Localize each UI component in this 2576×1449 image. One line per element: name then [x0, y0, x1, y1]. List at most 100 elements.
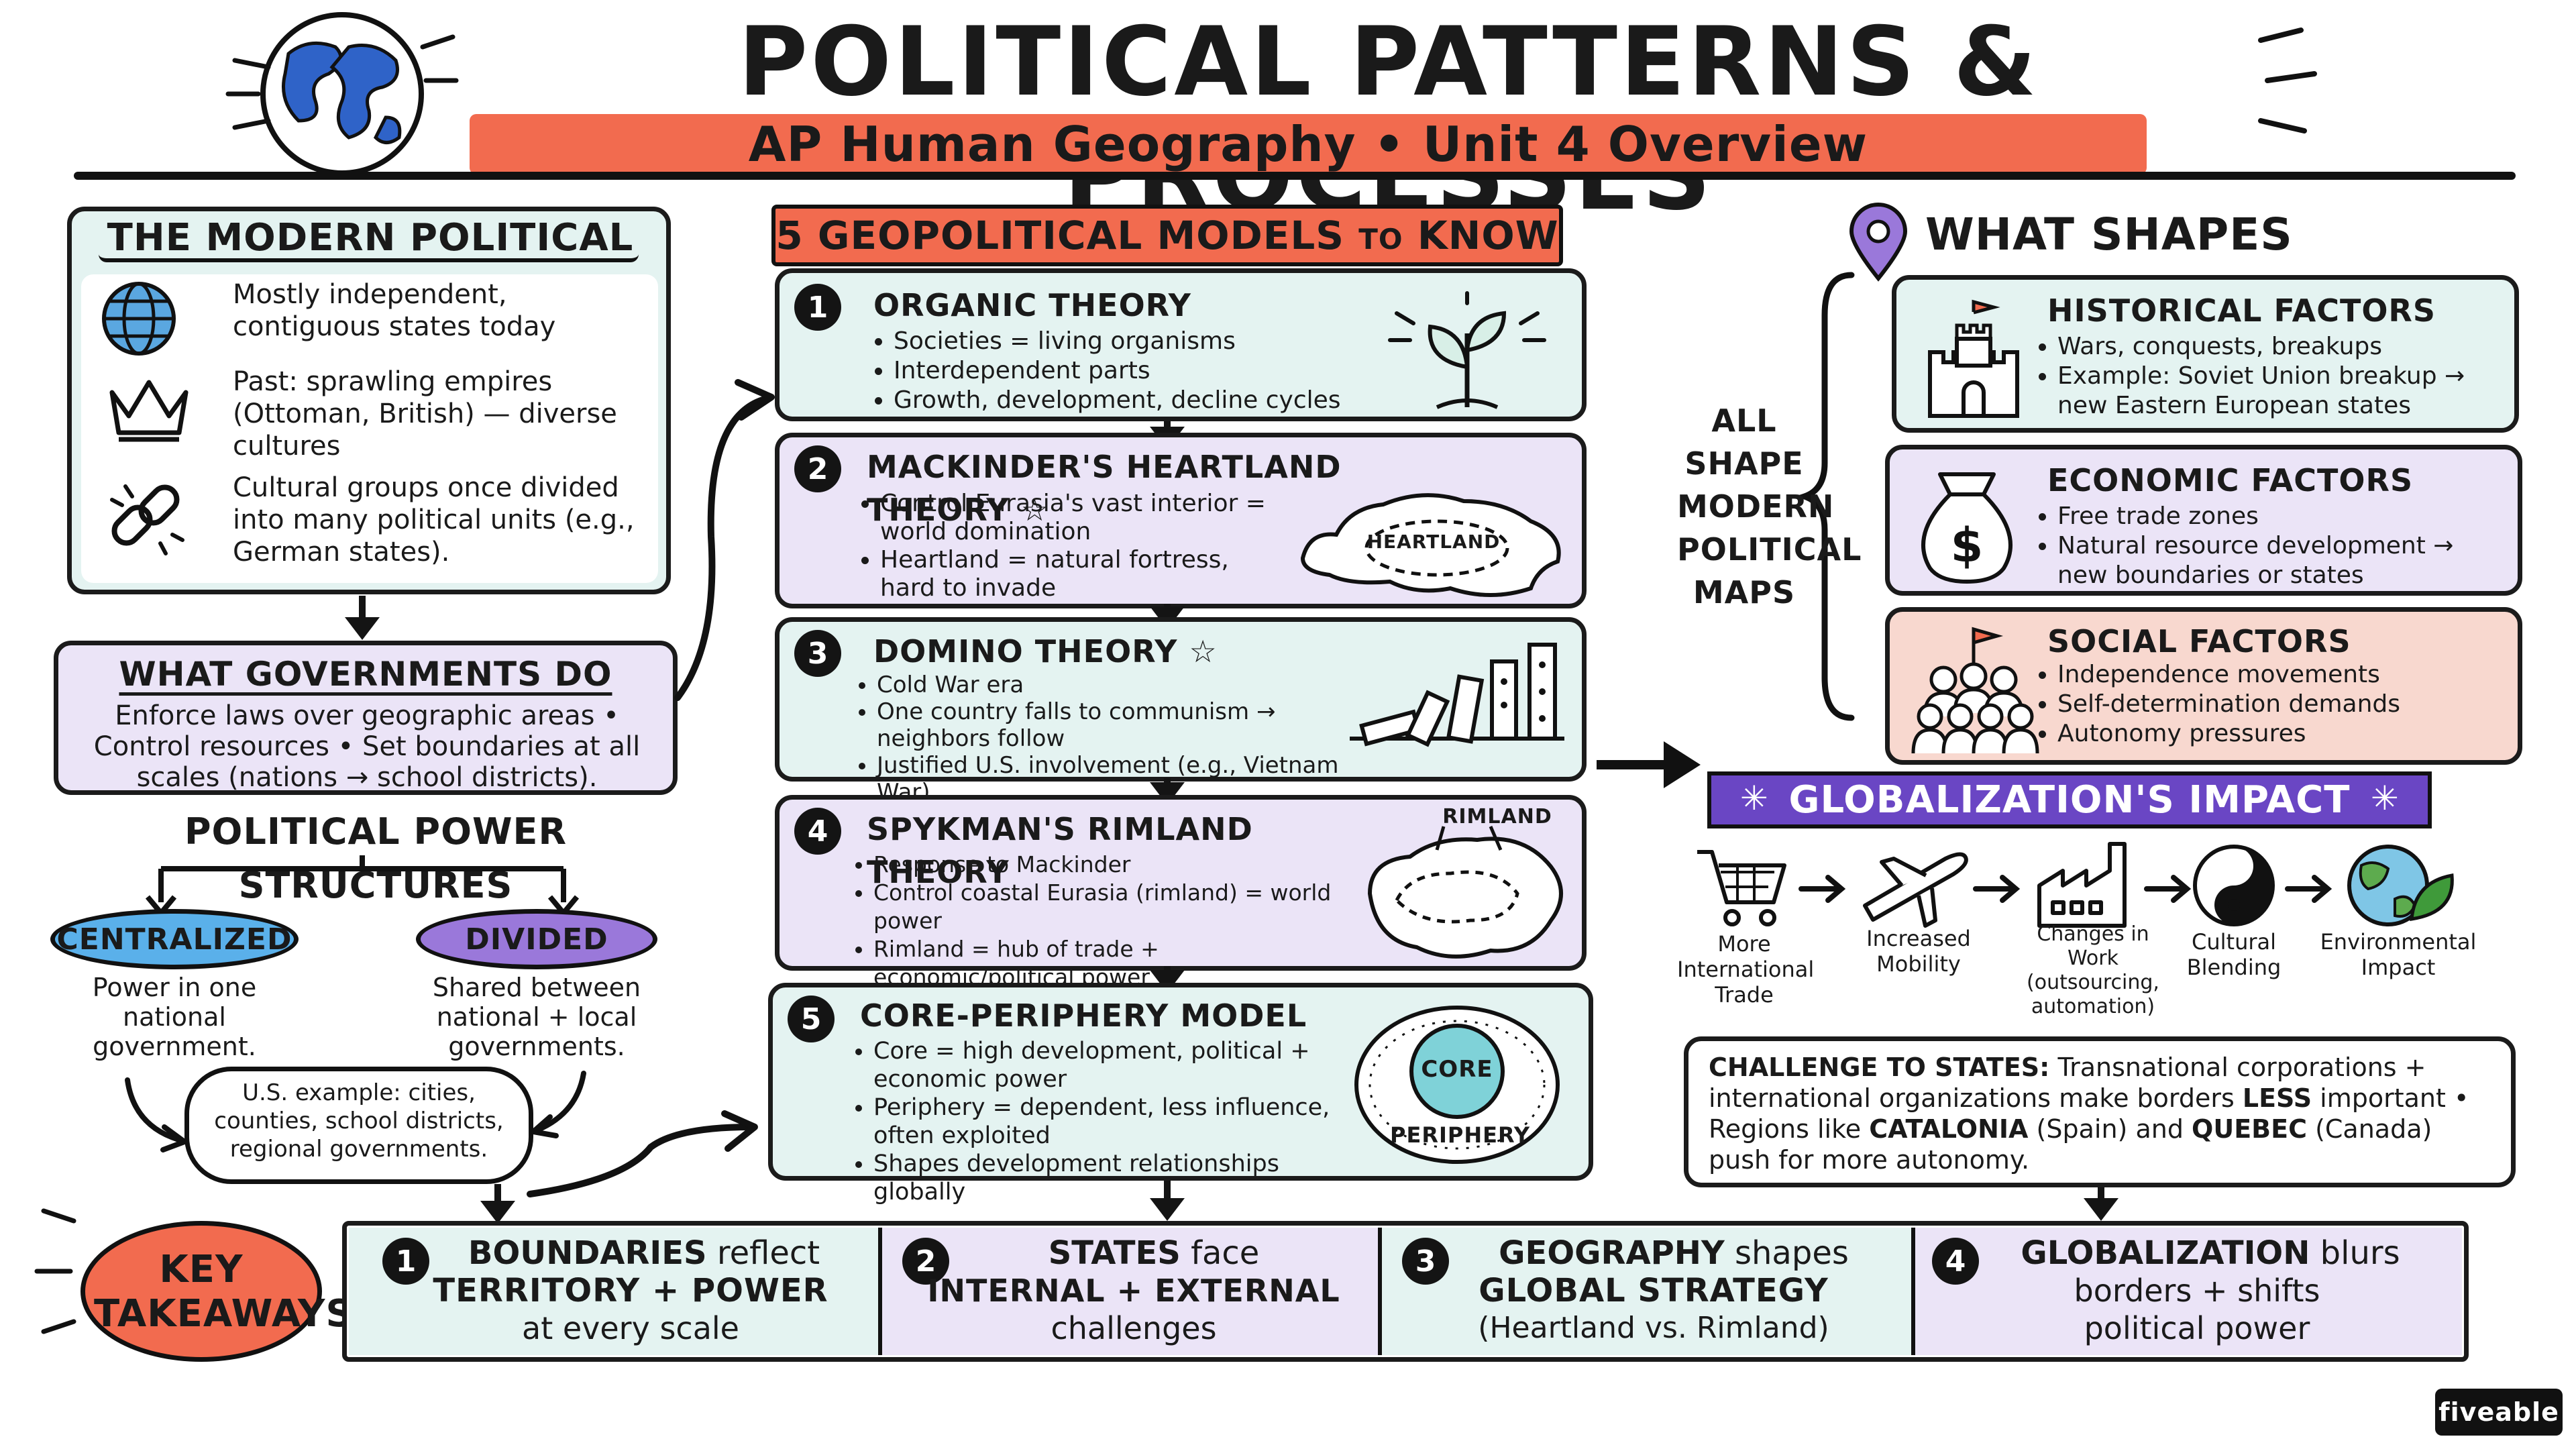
heartland-label: HEARTLAND: [1366, 531, 1501, 553]
side-label-line: MODERN: [1677, 488, 1835, 525]
takeaway-4: 4 GLOBALIZATION blurs borders + shifts p…: [1915, 1228, 2462, 1355]
model-number: 1: [794, 284, 841, 331]
takeaway-1: 1 BOUNDARIES reflect TERRITORY + POWER a…: [349, 1228, 882, 1355]
factor-bullet: Example: Soviet Union breakup → new East…: [2057, 362, 2507, 421]
globalization-icons: [1697, 842, 2454, 928]
core-periphery-diagram: [1354, 1006, 1560, 1164]
page-subtitle: AP Human Geography • Unit 4 Overview: [748, 116, 1868, 172]
side-label-line: MAPS: [1693, 574, 1796, 610]
broken-chain-icon: [110, 484, 184, 555]
models-banner: 5 GEOPOLITICAL MODELS TO KNOW: [771, 205, 1563, 266]
side-label-line: ALL: [1711, 402, 1777, 439]
takeaway-text: blurs: [2320, 1234, 2400, 1272]
divided-text: Shared between national + local governme…: [432, 973, 641, 1061]
castle-icon: [1928, 299, 2019, 418]
takeaway-bold: BOUNDARIES: [468, 1234, 707, 1272]
globalization-step-label: Increased Mobility: [1866, 926, 1971, 977]
takeaway-number: 2: [902, 1238, 949, 1285]
model-bullet: Justified U.S. involvement (e.g., Vietna…: [877, 752, 1387, 806]
core-label: CORE: [1421, 1056, 1493, 1083]
challenge-lead: CHALLENGE TO STATES:: [1709, 1053, 2050, 1082]
star-icon: ☆: [1189, 633, 1218, 669]
sparkle-icon: ✳: [2371, 779, 2399, 818]
historical-factors-panel: HISTORICAL FACTORS Wars, conquests, brea…: [1892, 275, 2519, 433]
takeaway-line2: borders + shifts: [2074, 1273, 2320, 1309]
takeaway-line3: political power: [2084, 1310, 2310, 1346]
challenge-text: (Spain) and: [2036, 1114, 2184, 1144]
centralized-text: Power in one national government.: [92, 973, 257, 1061]
takeaway-bold: GEOGRAPHY: [1499, 1234, 1725, 1272]
star-icon: ☆: [1020, 492, 1049, 528]
arrow-down-icon: [2084, 1198, 2118, 1221]
takeaway-2: 2 STATES face INTERNAL + EXTERNAL challe…: [882, 1228, 1382, 1355]
yin-yang-icon: [2193, 845, 2275, 926]
curved-arrow-icon: [527, 1110, 758, 1197]
modern-map-item-2: Past: sprawling empires (Ottoman, Britis…: [233, 366, 617, 462]
factor-bullet: Autonomy pressures: [2057, 719, 2507, 749]
model-bullet: Shapes development relationships globall…: [873, 1150, 1356, 1206]
takeaway-bold: STATES: [1048, 1234, 1181, 1272]
crown-icon: [109, 380, 189, 442]
modern-map-panel: THE MODERN POLITICAL MAP Mostly independ…: [67, 207, 671, 594]
takeaway-3: 3 GEOGRAPHY shapes GLOBAL STRATEGY (Hear…: [1382, 1228, 1915, 1355]
factor-bullet: Self-determination demands: [2057, 690, 2507, 719]
takeaway-number: 3: [1402, 1238, 1449, 1285]
arrow-down-icon: [345, 617, 380, 640]
takeaway-bold: GLOBALIZATION: [2021, 1234, 2310, 1272]
factor-title: HISTORICAL FACTORS: [2047, 292, 2436, 329]
takeaway-number: 4: [1932, 1238, 1979, 1285]
globalization-banner: [1707, 771, 2432, 828]
takeaway-line2: INTERNAL + EXTERNAL: [927, 1273, 1340, 1309]
divided-badge: DIVIDED: [416, 909, 657, 969]
arrow-down-icon: [480, 1201, 515, 1224]
governments-title: WHAT GOVERNMENTS DO: [119, 655, 612, 694]
modern-map-item-3: Cultural groups once divided into many p…: [233, 472, 635, 568]
model-bullet: Control coastal Eurasia (rimland) = worl…: [873, 879, 1356, 935]
globe-icon: [225, 12, 459, 176]
takeaway-line2: GLOBAL STRATEGY: [1479, 1272, 1829, 1309]
model-bullet: Periphery = dependent, less influence, o…: [873, 1093, 1356, 1150]
emphasis-lines-icon: [2258, 28, 2317, 133]
model-bullet: Heartland = natural fortress, hard to in…: [880, 546, 1283, 602]
key-takeaways-badge: [80, 1221, 322, 1362]
model-number: 5: [788, 996, 835, 1042]
model-title: MACKINDER'S HEARTLAND THEORY: [867, 449, 1342, 528]
challenge-text: (Canada) push for more autonomy.: [1709, 1114, 2432, 1175]
brand-logo: fiveable: [2435, 1389, 2563, 1436]
model-title: DOMINO THEORY: [873, 633, 1178, 669]
model-title: ORGANIC THEORY: [873, 287, 1191, 323]
globalization-step-label: Changes in Work (outsourcing, automation…: [2027, 922, 2159, 1018]
sparkle-icon: ✳: [1740, 779, 1768, 818]
model-bullet: Response to Mackinder: [873, 851, 1356, 879]
model-bullet: Cold War era: [877, 672, 1387, 698]
page-title: POLITICAL PATTERNS & PROCESSES: [738, 7, 2039, 231]
takeaway-line3: (Heartland vs. Rimland): [1478, 1311, 1829, 1345]
power-title: POLITICAL POWER STRUCTURES: [184, 810, 568, 906]
cart-icon: [1697, 850, 1786, 926]
modern-map-item-1: Mostly independent, contiguous states to…: [233, 279, 556, 342]
takeaway-number: 1: [382, 1238, 429, 1285]
centralized-badge: CENTRALIZED: [50, 909, 299, 969]
challenge-panel: CHALLENGE TO STATES: Transnational corpo…: [1684, 1036, 2516, 1187]
model-rimland: 4 SPYKMAN'S RIMLAND THEORY Response to M…: [775, 795, 1587, 990]
arrow-down-icon: [1150, 1198, 1185, 1221]
rimland-label: RIMLAND: [1442, 805, 1552, 828]
modern-map-title: THE MODERN POLITICAL MAP: [107, 216, 634, 313]
model-bullet: Core = high development, political + eco…: [873, 1037, 1356, 1093]
globalization-step-label: Cultural Blending: [2186, 929, 2282, 980]
factory-icon: [2037, 842, 2127, 928]
model-title: SPYKMAN'S RIMLAND THEORY: [867, 811, 1253, 890]
side-label-line: POLITICAL: [1677, 531, 1862, 568]
model-organic: 1 ORGANIC THEORY Societies = living orga…: [775, 268, 1587, 421]
branch-connector: [145, 855, 580, 918]
arrow-right-icon: [1597, 741, 1701, 788]
factor-bullet: Natural resource development → new bound…: [2057, 531, 2507, 590]
challenge-text: important • Regions like: [1709, 1083, 2469, 1144]
svg-text:$: $: [1951, 518, 1984, 573]
governments-panel: WHAT GOVERNMENTS DO Enforce laws over ge…: [54, 641, 678, 795]
models-banner-to: TO: [1358, 223, 1403, 256]
us-example-text: U.S. example: cities, counties, school d…: [214, 1079, 504, 1163]
challenge-text: Transnational corporations + internation…: [1709, 1053, 2426, 1113]
rimland-map-icon: [1367, 826, 1563, 959]
curly-brace: [1794, 272, 1855, 721]
